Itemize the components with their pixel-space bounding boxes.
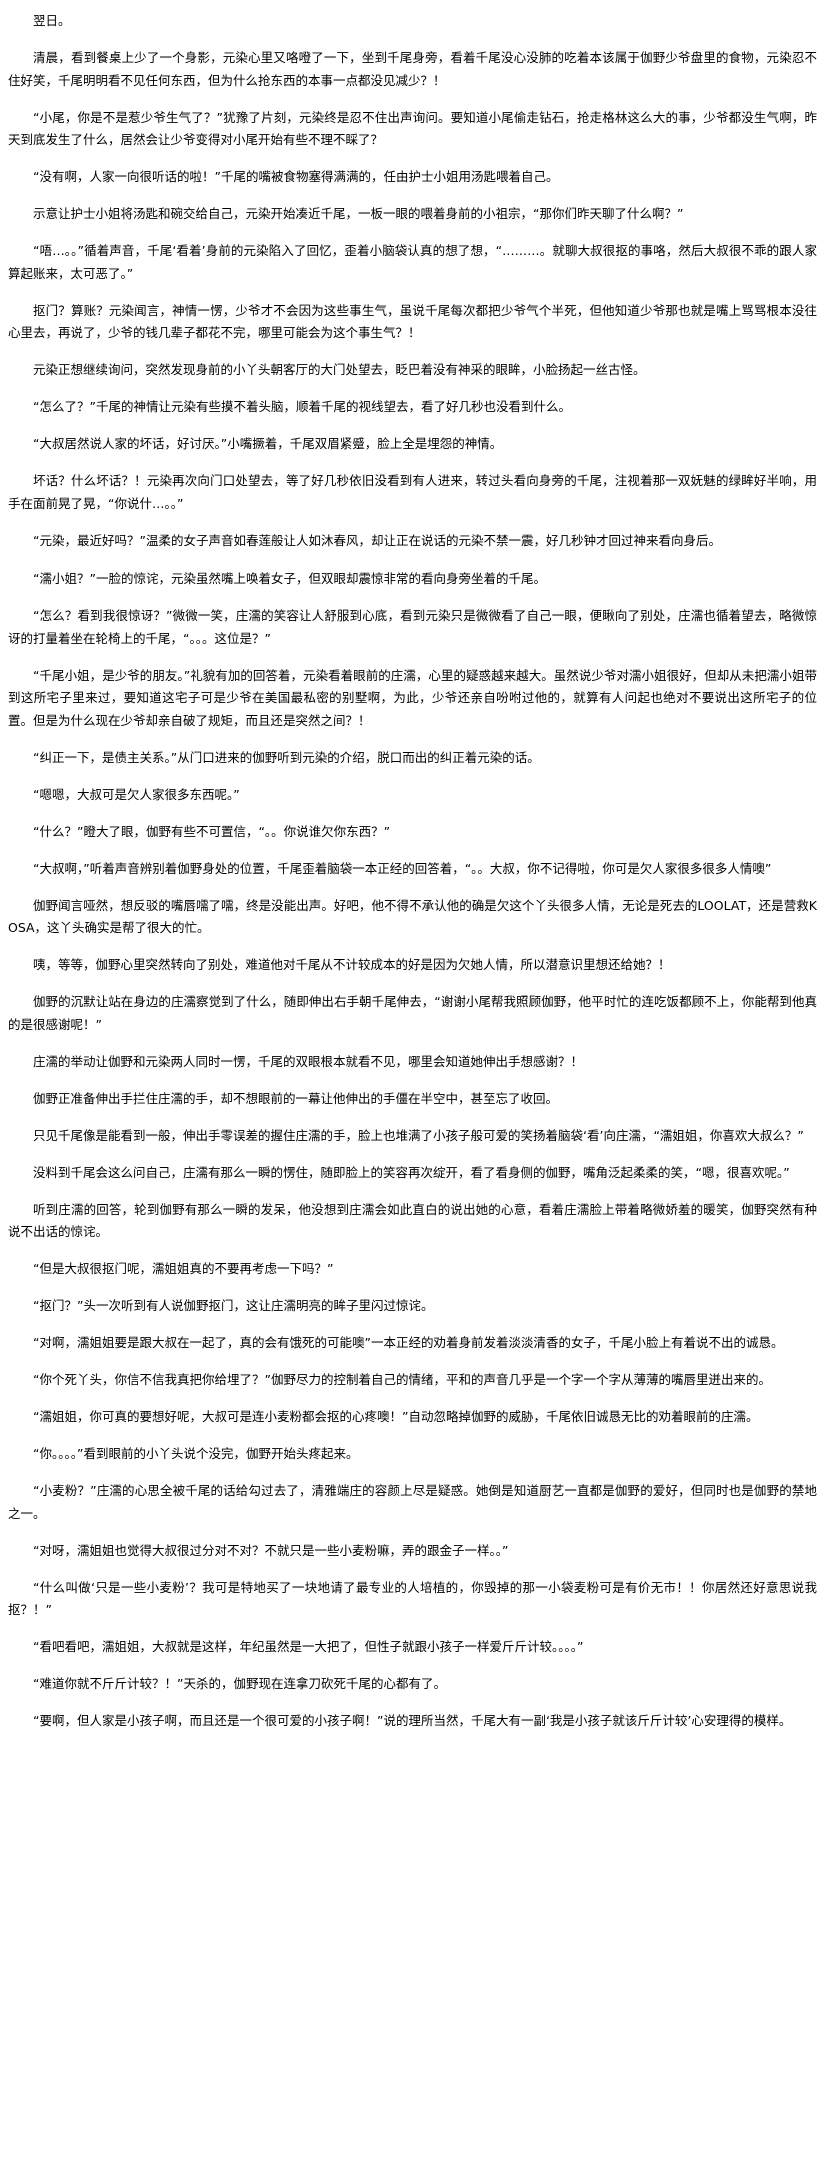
paragraph: “大叔居然说人家的坏话，好讨厌。”小嘴撅着，千尾双眉紧蹙，脸上全是埋怨的神情。 <box>33 436 503 451</box>
paragraph: 坏话？什么坏话？！元染再次向门口处望去，等了好几秒依旧没看到有人进来，转过头看向… <box>8 473 817 511</box>
paragraph: “没有啊，人家一向很听话的啦！”千尾的嘴被食物塞得满满的，任由护士小姐用汤匙喂着… <box>33 169 559 184</box>
paragraph: “元染，最近好吗？”温柔的女子声音如春莲般让人如沐春风，却让正在说话的元染不禁一… <box>33 532 721 548</box>
paragraph: “濡小姐？”一脸的惊诧，元染虽然嘴上唤着女子，但双眼却震惊非常的看向身旁坐着的千… <box>33 571 546 586</box>
paragraph: “对啊，濡姐姐要是跟大叔在一起了，真的会有饿死的可能噢”一本正经的劝着身前发着淡… <box>33 1335 784 1350</box>
paragraph: 伽野的沉默让站在身边的庄濡察觉到了什么，随即伸出右手朝千尾伸去，“谢谢小尾帮我照… <box>8 994 817 1032</box>
paragraph: 庄濡的举动让伽野和元染两人同时一愣，千尾的双眼根本就看不见，哪里会知道她伸出手想… <box>33 1053 584 1069</box>
paragraph: 咦，等等，伽野心里突然转向了别处，难道他对千尾从不计较成本的好是因为欠她人情，所… <box>33 957 671 972</box>
paragraph: “但是大叔很抠门呢，濡姐姐真的不要再考虑一下吗？” <box>33 1261 334 1276</box>
paragraph: “什么？”瞪大了眼，伽野有些不可置信，“。。你说谁欠你东西？” <box>33 823 391 839</box>
paragraph: “抠门？”头一次听到有人说伽野抠门，这让庄濡明亮的眸子里闪过惊诧。 <box>33 1298 434 1313</box>
paragraph: “看吧看吧，濡姐姐，大叔就是这样，年纪虽然是一大把了，但性子就跟小孩子一样爱斤斤… <box>33 1639 584 1654</box>
paragraph: “唔…。。”循着声音，千尾‘看着’身前的元染陷入了回忆，歪着小脑袋认真的想了想，… <box>8 243 817 281</box>
paragraph: 伽野闻言哑然，想反驳的嘴唇嚅了嚅，终是没能出声。好吧，他不得不承认他的确是欠这个… <box>8 897 817 936</box>
paragraph: 示意让护士小姐将汤匙和碗交给自己，元染开始凑近千尾，一板一眼的喂着身前的小祖宗，… <box>33 206 684 221</box>
paragraph: “濡姐姐，你可真的要想好呢，大叔可是连小麦粉都会抠的心疼噢！”自动忽略掉伽野的威… <box>33 1409 759 1424</box>
paragraph: “小麦粉？”庄濡的心思全被千尾的话给勾过去了，清雅端庄的容颜上尽是疑惑。她倒是知… <box>8 1483 817 1521</box>
paragraph: 伽野正准备伸出手拦住庄濡的手，却不想眼前的一幕让他伸出的手僵在半空中，甚至忘了收… <box>33 1090 559 1106</box>
paragraph: “你。。。。”看到眼前的小丫头说个没完，伽野开始头疼起来。 <box>33 1446 359 1461</box>
paragraph: “什么叫做‘只是一些小麦粉’？我可是特地买了一块地请了最专业的人培植的，你毁掉的… <box>8 1579 817 1618</box>
paragraph: 听到庄濡的回答，轮到伽野有那么一瞬的发呆，他没想到庄濡会如此直白的说出她的心意，… <box>8 1201 817 1240</box>
paragraph: 只见千尾像是能看到一般，伸出手零误差的握住庄濡的手，脸上也堆满了小孩子般可爱的笑… <box>33 1127 804 1143</box>
paragraph: “要啊，但人家是小孩子啊，而且还是一个很可爱的小孩子啊！”说的理所当然，千尾大有… <box>33 1713 792 1728</box>
document-body: 翌日。 清晨，看到餐桌上少了一个身影，元染心里又咯噔了一下，坐到千尾身旁，看着千… <box>8 13 817 1728</box>
paragraph: 元染正想继续询问，突然发现身前的小丫头朝客厅的大门处望去，眨巴着没有神采的眼眸，… <box>33 362 646 377</box>
paragraph: 抠门？算账？元染闻言，神情一愣，少爷才不会因为这些事生气，虽说千尾每次都把少爷气… <box>8 302 817 341</box>
paragraph: “纠正一下，是债主关系。”从门口进来的伽野听到元染的介绍，脱口而出的纠正着元染的… <box>33 749 540 765</box>
paragraph: “怎么了？”千尾的神情让元染有些摸不着头脑，顺着千尾的视线望去，看了好几秒也没看… <box>33 399 571 414</box>
paragraph: “难道你就不斤斤计较？！”天杀的，伽野现在连拿刀砍死千尾的心都有了。 <box>33 1676 446 1691</box>
paragraph: 没料到千尾会这么问自己，庄濡有那么一瞬的愣住，随即脸上的笑容再次绽开，看了看身侧… <box>33 1164 790 1180</box>
paragraph: “你个死丫头，你信不信我真把你给埋了？”伽野尽力的控制着自己的情绪，平和的声音几… <box>33 1372 771 1387</box>
paragraph: “嗯嗯，大叔可是欠人家很多东西呢。” <box>33 786 240 802</box>
paragraph: “怎么？看到我很惊讶？”微微一笑，庄濡的笑容让人舒服到心底，看到元染只是微微看了… <box>8 608 817 646</box>
paragraph: “小尾，你是不是惹少爷生气了？”犹豫了片刻，元染终是忍不住出声询问。要知道小尾偷… <box>8 109 817 148</box>
paragraph: “对呀，濡姐姐也觉得大叔很过分对不对？不就只是一些小麦粉嘛，弄的跟金子一样。。” <box>33 1542 509 1558</box>
paragraph: “千尾小姐，是少爷的朋友。”礼貌有加的回答着，元染看着眼前的庄濡，心里的疑惑越来… <box>8 667 817 728</box>
paragraph: 翌日。 <box>33 13 71 28</box>
paragraph: 清晨，看到餐桌上少了一个身影，元染心里又咯噔了一下，坐到千尾身旁，看着千尾没心没… <box>8 50 817 88</box>
paragraph: “大叔啊，”听着声音辨别着伽野身处的位置，千尾歪着脑袋一本正经的回答着，“。。大… <box>33 860 772 876</box>
